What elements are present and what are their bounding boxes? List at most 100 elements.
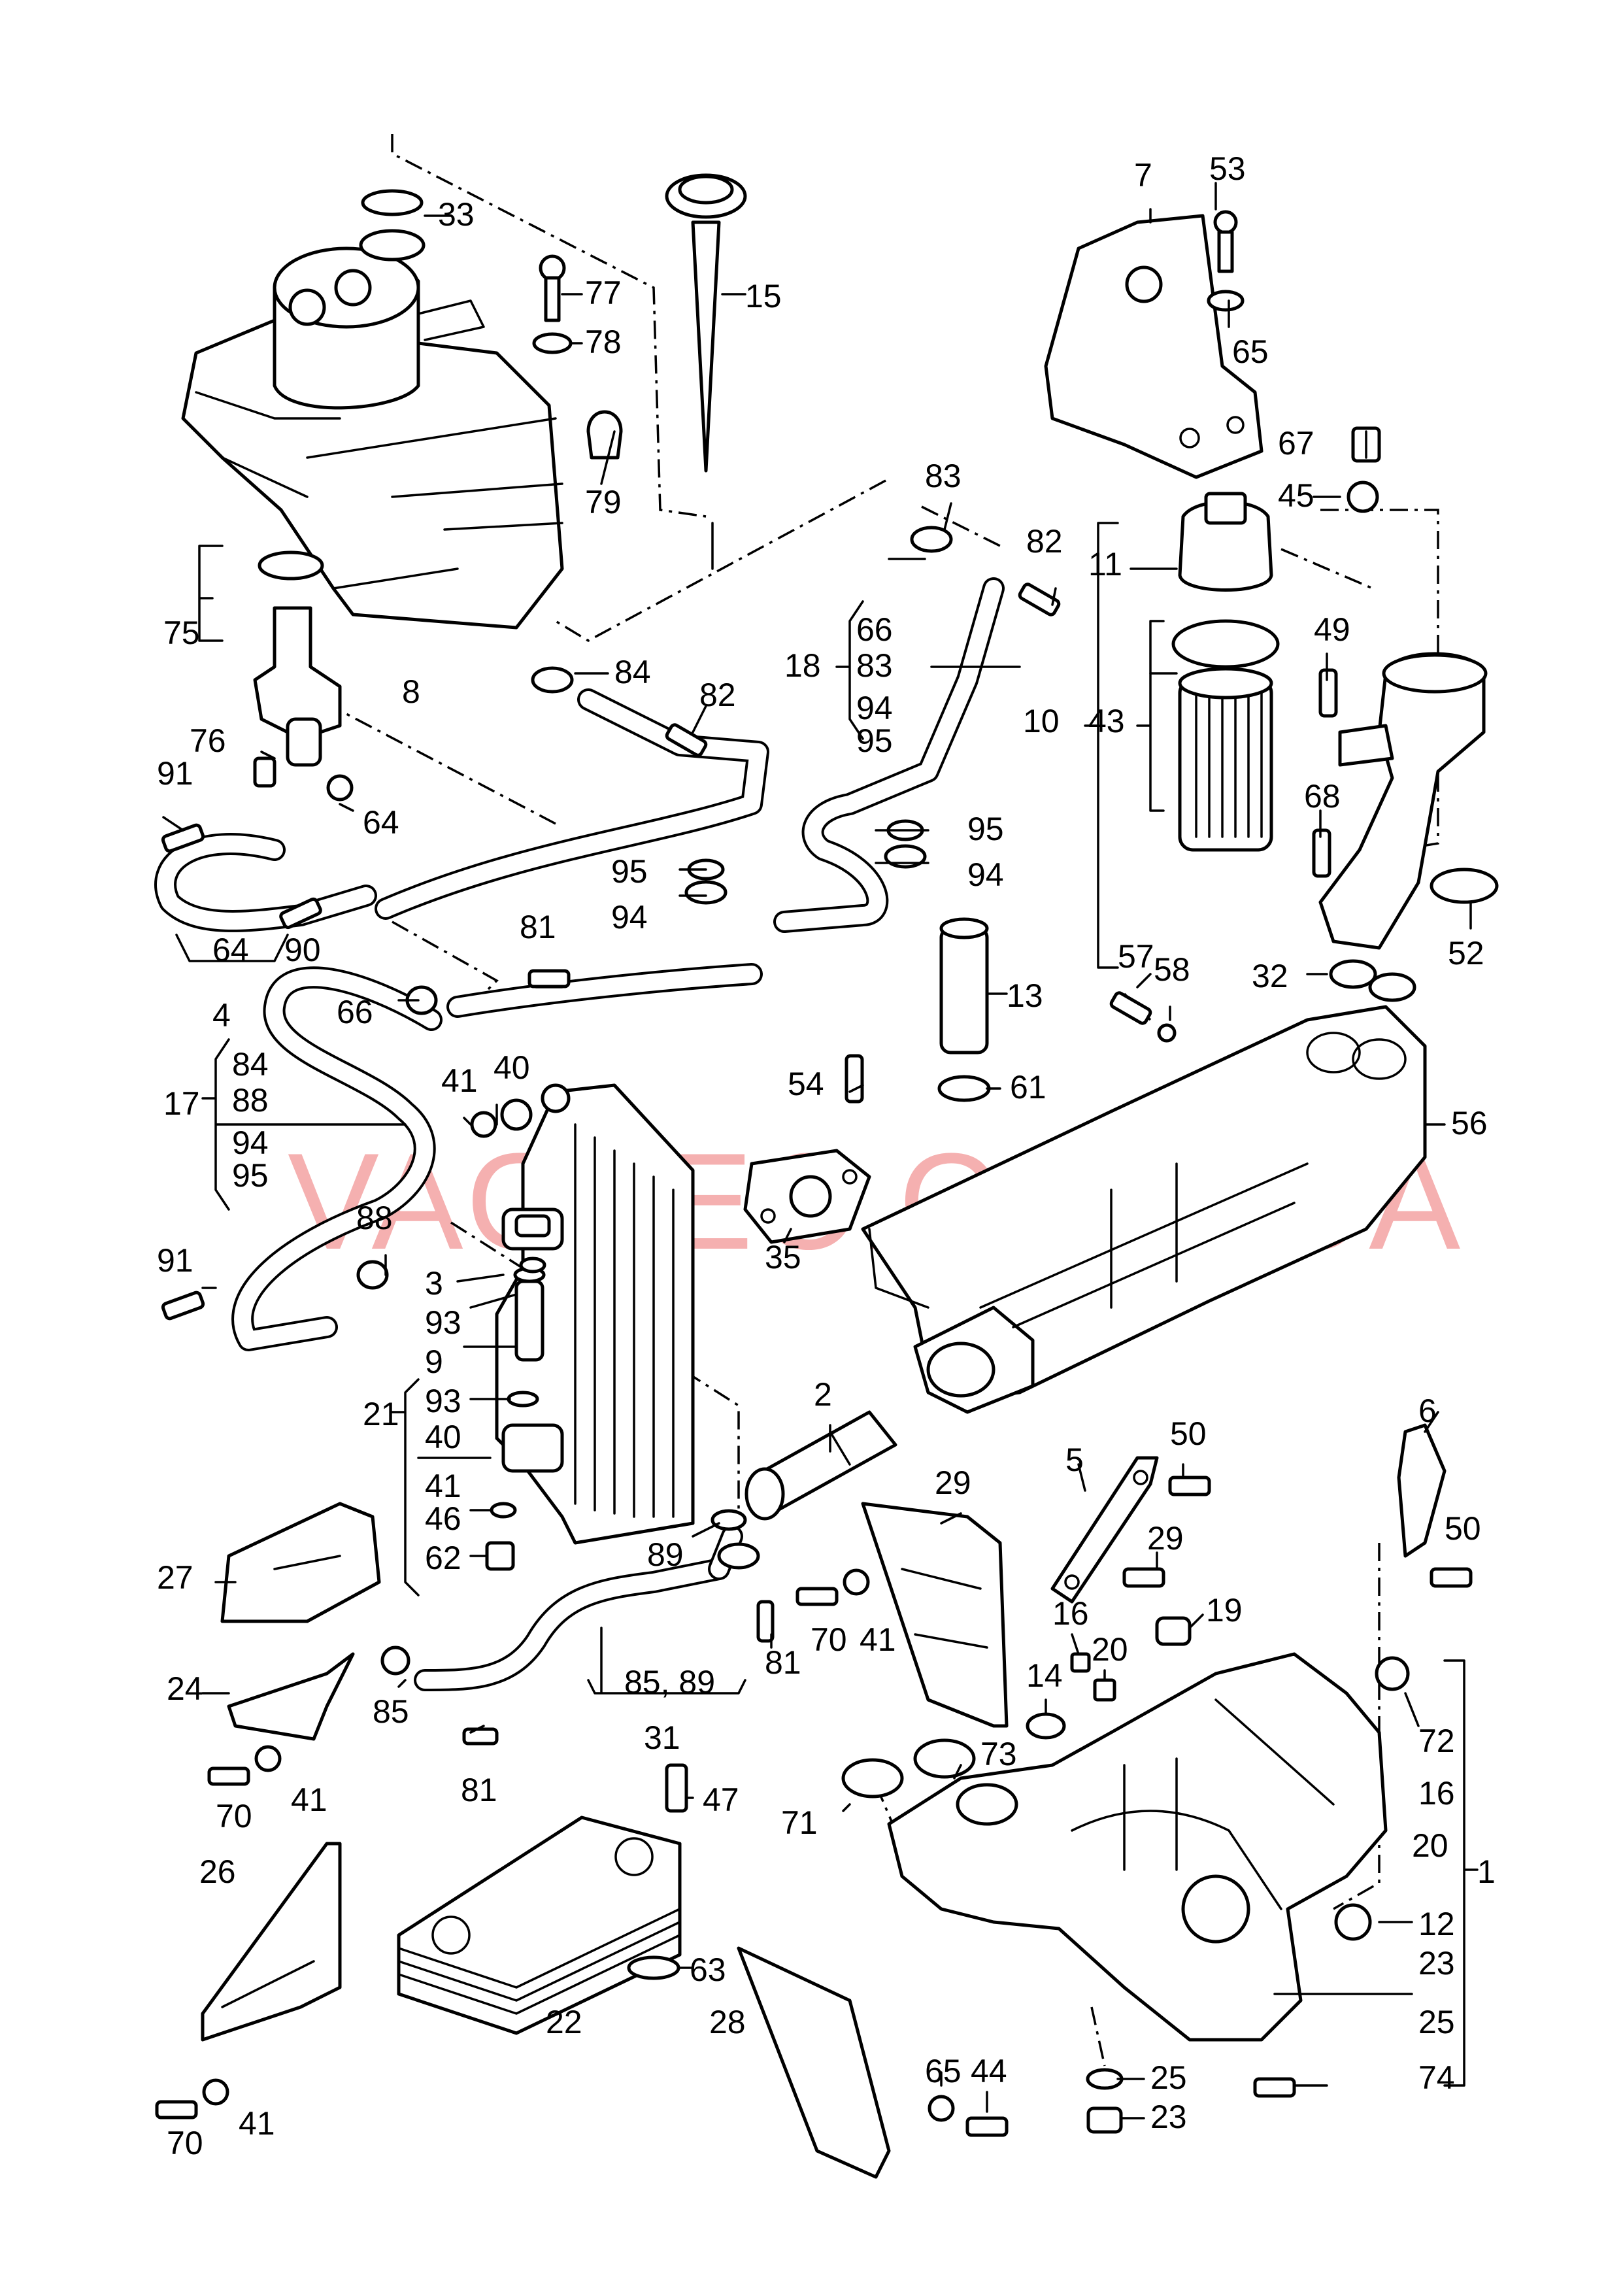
oil-cooler-radiator — [495, 1083, 695, 1545]
oil-carrier — [861, 1005, 1427, 1414]
callout-85: 85 — [373, 1693, 409, 1730]
callout-25-b: 25 — [1150, 2059, 1187, 2096]
callout-labels: 33 15 77 78 79 7 53 65 67 45 83 82 11 75… — [157, 150, 1496, 2161]
callout-32: 32 — [1252, 958, 1288, 994]
callout-95-c: 95 — [611, 853, 648, 890]
callout-46: 46 — [425, 1500, 461, 1537]
shield-28 — [737, 1946, 891, 2179]
callout-74: 74 — [1418, 2059, 1455, 2096]
callout-89: 89 — [647, 1536, 684, 1573]
callout-56: 56 — [1451, 1105, 1488, 1141]
callout-65-low: 65 — [925, 2053, 962, 2089]
callout-94-c: 94 — [611, 899, 648, 936]
callout-94-a: 94 — [856, 690, 893, 726]
callout-58: 58 — [1154, 951, 1190, 988]
callout-94-d: 94 — [232, 1124, 269, 1161]
callout-28: 28 — [709, 2004, 746, 2040]
callout-43: 43 — [1088, 703, 1125, 739]
callout-26: 26 — [199, 1853, 236, 1890]
callout-83-mid: 83 — [856, 647, 893, 684]
callout-40-a: 40 — [494, 1049, 530, 1086]
callout-24: 24 — [167, 1670, 203, 1707]
callout-23-b: 23 — [1150, 2099, 1187, 2135]
callout-75: 75 — [163, 615, 200, 651]
callout-2: 2 — [814, 1376, 832, 1413]
callout-33: 33 — [438, 196, 475, 233]
callout-16-b: 16 — [1418, 1775, 1455, 1812]
callout-50-a: 50 — [1170, 1415, 1207, 1452]
callout-20-b: 20 — [1412, 1827, 1448, 1864]
coolant-reservoir — [181, 246, 564, 630]
filler-cap-ring — [359, 189, 452, 262]
callout-15: 15 — [745, 278, 782, 314]
callout-91-low: 91 — [157, 1242, 193, 1279]
callout-91-top: 91 — [157, 755, 193, 792]
callout-78: 78 — [585, 324, 622, 360]
callout-77: 77 — [585, 275, 622, 311]
callout-65-top: 65 — [1232, 333, 1269, 370]
callout-81-mid: 81 — [765, 1644, 801, 1681]
callout-61: 61 — [1010, 1069, 1046, 1106]
callout-53: 53 — [1209, 150, 1246, 187]
callout-63: 63 — [690, 1951, 726, 1988]
callout-11: 11 — [1088, 546, 1122, 582]
shield-29 — [861, 1502, 1009, 1728]
callout-41-a: 41 — [441, 1062, 478, 1099]
engine-bracket — [1044, 214, 1263, 479]
callout-70-c: 70 — [167, 2125, 203, 2161]
callout-95-a: 95 — [856, 722, 893, 759]
callout-31: 31 — [644, 1719, 680, 1756]
callout-41-e: 41 — [239, 2105, 275, 2142]
callout-35: 35 — [765, 1239, 801, 1275]
callout-71: 71 — [781, 1804, 818, 1841]
callout-70-b: 70 — [216, 1798, 252, 1834]
callout-88-list: 88 — [232, 1082, 269, 1119]
bracket-24 — [227, 1652, 355, 1741]
callout-4: 4 — [212, 997, 231, 1034]
heat-shields — [201, 1502, 1009, 2179]
connecting-pipe — [745, 1410, 897, 1521]
callout-88-low: 88 — [356, 1200, 393, 1236]
oil-cooler — [397, 1815, 682, 2035]
callout-13: 13 — [1007, 977, 1043, 1014]
callout-6: 6 — [1418, 1393, 1437, 1429]
callout-9: 9 — [425, 1343, 443, 1380]
callout-29-b: 29 — [1147, 1520, 1184, 1557]
callout-19: 19 — [1206, 1592, 1243, 1629]
callout-95-d: 95 — [232, 1157, 269, 1194]
callout-22: 22 — [546, 2004, 582, 2040]
callout-82-top: 82 — [1026, 523, 1063, 560]
shield-27 — [220, 1502, 381, 1623]
pump-flange — [743, 1149, 871, 1244]
callout-7: 7 — [1134, 157, 1152, 194]
oil-pipe — [937, 917, 991, 1102]
callout-27: 27 — [157, 1559, 193, 1596]
oil-dipstick — [665, 173, 747, 473]
callout-66-low: 66 — [337, 994, 373, 1030]
turbocharger-housing — [887, 1652, 1388, 2042]
callout-95-b: 95 — [967, 811, 1004, 847]
holder-bracket — [1397, 1423, 1447, 1558]
callout-41-d: 41 — [291, 1781, 327, 1818]
callout-3: 3 — [425, 1265, 443, 1302]
callout-21: 21 — [363, 1396, 399, 1432]
callout-50-b: 50 — [1445, 1510, 1481, 1547]
callout-12: 12 — [1418, 1906, 1455, 1942]
callout-14: 14 — [1026, 1657, 1063, 1694]
callout-47: 47 — [703, 1781, 739, 1818]
callout-10: 10 — [1023, 703, 1060, 739]
callout-93-b: 93 — [425, 1383, 461, 1419]
callout-18: 18 — [784, 647, 821, 684]
callout-45: 45 — [1278, 477, 1314, 514]
callout-57: 57 — [1118, 938, 1154, 975]
callout-83-top: 83 — [925, 458, 962, 494]
callout-44: 44 — [971, 2053, 1007, 2089]
callout-94-b: 94 — [967, 856, 1004, 893]
callout-90: 90 — [284, 932, 321, 968]
shield-26 — [201, 1842, 342, 2042]
callout-93-a: 93 — [425, 1304, 461, 1341]
callout-73: 73 — [980, 1736, 1017, 1772]
callout-84-top: 84 — [614, 654, 651, 690]
callout-52: 52 — [1448, 935, 1484, 971]
